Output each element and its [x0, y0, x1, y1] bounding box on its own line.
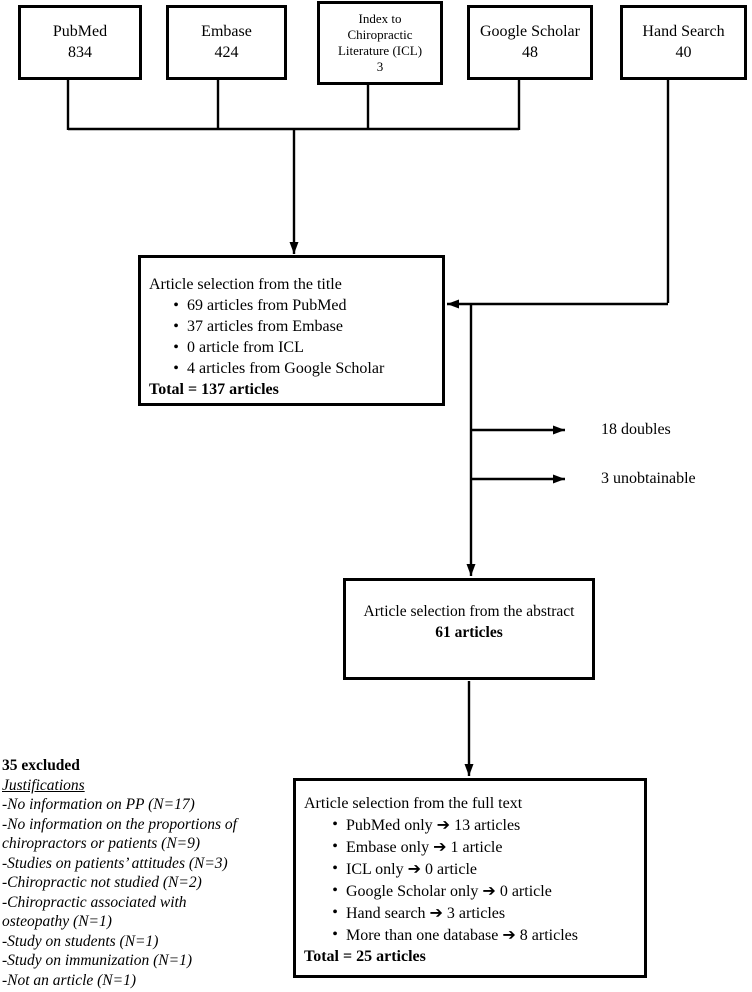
source-box-icl: Index to Chiropractic Literature (ICL) 3 [317, 1, 443, 85]
list-item-text: Hand search➔3 articles [346, 903, 506, 922]
list-item-text: ICL only➔0 article [346, 859, 477, 878]
list-item-text: 69 articles from PubMed [187, 297, 347, 314]
abstract-selection-box: Article selection from the abstract 61 a… [343, 578, 595, 680]
list-item: • Hand search➔3 articles [324, 902, 644, 924]
bullet-icon: • [332, 816, 338, 833]
source-name: Index to Chiropractic Literature (ICL) [337, 10, 423, 59]
excluded-reason: -No information on the proportions of [2, 815, 237, 833]
heavy-right-arrow-icon: ➔ [433, 837, 447, 856]
heavy-right-arrow-icon: ➔ [502, 925, 516, 944]
excluded-subheading: Justifications [2, 776, 85, 794]
unobtainable-label: 3 unobtainable [601, 470, 696, 487]
source-count: 424 [214, 43, 239, 61]
source-count: 834 [68, 43, 92, 61]
list-item-text: 4 articles from Google Scholar [187, 360, 385, 377]
excluded-reason: -Study on students (N=1) [2, 932, 159, 950]
source-count: 40 [675, 43, 692, 61]
excluded-heading: 35 excluded [2, 757, 80, 774]
fulltext-selection-box: Article selection from the full text • P… [293, 778, 647, 978]
source-count: 48 [522, 43, 538, 61]
list-item: • Google Scholar only➔0 article [324, 880, 644, 902]
list-item-text: Embase only➔1 article [346, 837, 503, 856]
bullet-icon: • [173, 297, 179, 314]
source-name: Google Scholar [480, 22, 580, 40]
abstract-selection-heading: Article selection from the abstract [363, 603, 575, 620]
list-item: • More than one database➔8 articles [324, 924, 644, 946]
bullet-icon: • [332, 882, 338, 899]
source-box-embase: Embase 424 [166, 5, 287, 80]
source-box-hand-search: Hand Search 40 [620, 5, 747, 80]
bullet-icon: • [173, 318, 179, 335]
title-selection-total: Total = 137 articles [149, 381, 279, 398]
list-item-text: 0 article from ICL [187, 339, 304, 356]
heavy-right-arrow-icon: ➔ [429, 903, 443, 922]
fulltext-selection-total: Total = 25 articles [304, 948, 426, 965]
bullet-icon: • [173, 339, 179, 356]
excluded-reason: -Not an article (N=1) [2, 971, 137, 989]
list-item-text: More than one database➔8 articles [346, 925, 578, 944]
source-count: 3 [376, 59, 384, 75]
list-item-text: PubMed only➔13 articles [346, 815, 521, 834]
fulltext-selection-heading: Article selection from the full text [304, 795, 523, 812]
bullet-icon: • [173, 360, 179, 377]
source-name: Hand Search [642, 22, 725, 40]
list-item: • 37 articles from Embase [165, 316, 442, 337]
abstract-selection-total: 61 articles [435, 624, 503, 641]
bullet-icon: • [332, 926, 338, 943]
excluded-reason: -Studies on patients’ attitudes (N=3) [2, 854, 228, 872]
excluded-reason: -Chiropractic not studied (N=2) [2, 874, 202, 891]
list-item-text: 37 articles from Embase [187, 318, 343, 335]
heavy-right-arrow-icon: ➔ [436, 815, 451, 834]
doubles-label: 18 doubles [601, 421, 671, 438]
title-selection-heading: Article selection from the title [149, 276, 342, 293]
bullet-icon: • [332, 904, 338, 921]
heavy-right-arrow-icon: ➔ [407, 859, 422, 878]
excluded-reason: -Chiropractic associated with [2, 893, 187, 911]
heavy-right-arrow-icon: ➔ [482, 881, 496, 900]
list-item: • 4 articles from Google Scholar [165, 358, 442, 379]
list-item: • 69 articles from PubMed [165, 295, 442, 316]
source-box-google-scholar: Google Scholar 48 [467, 5, 593, 80]
list-item: • Embase only➔1 article [324, 836, 644, 858]
excluded-block: 35 excluded Justifications -No informati… [2, 756, 290, 990]
list-item: • ICL only➔0 article [324, 858, 644, 880]
source-name: Embase [201, 22, 252, 40]
bullet-icon: • [332, 838, 338, 855]
title-selection-box: Article selection from the title • 69 ar… [138, 255, 445, 406]
list-item: • PubMed only➔13 articles [324, 814, 644, 836]
bullet-icon: • [332, 860, 338, 877]
excluded-reason: -Study on immunization (N=1) [2, 952, 192, 969]
list-item-text: Google Scholar only➔0 article [346, 881, 552, 900]
list-item: • 0 article from ICL [165, 337, 442, 358]
excluded-reason: -No information on PP (N=17) [2, 796, 195, 813]
source-name: PubMed [52, 22, 108, 40]
excluded-reason: osteopathy (N=1) [2, 913, 112, 930]
excluded-reason: chiropractors or patients (N=9) [2, 835, 201, 852]
source-box-pubmed: PubMed 834 [18, 5, 142, 80]
